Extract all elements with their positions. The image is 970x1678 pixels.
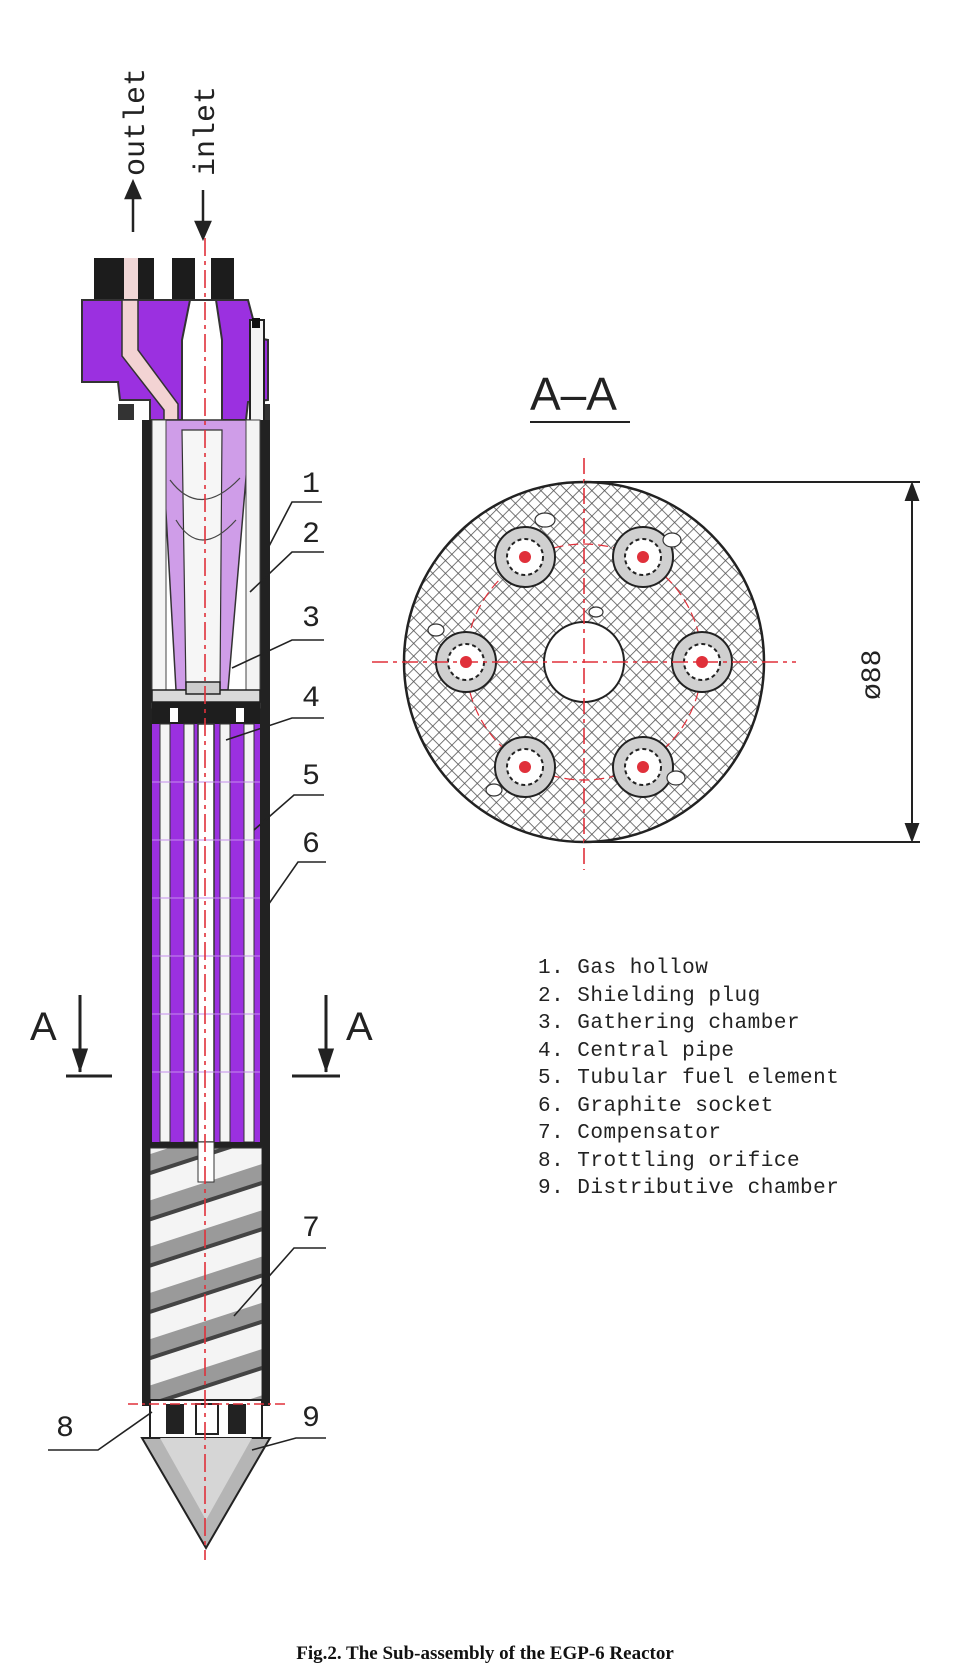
shielding-plug: [159, 419, 251, 691]
legend-item-4: 4. Central pipe: [538, 1039, 735, 1063]
inlet-label: inlet: [190, 86, 224, 176]
fuel-element-section: [494, 526, 556, 588]
callout-1: 1: [302, 468, 320, 502]
callout-9: 9: [302, 1402, 320, 1436]
diameter-dimension: [584, 481, 920, 843]
parts-legend: 1. Gas hollow 2. Shielding plug 3. Gathe…: [538, 955, 958, 1203]
shielding-head: [81, 299, 270, 439]
legend-item-6: 6. Graphite socket: [538, 1094, 774, 1118]
outlet-label: outlet: [120, 68, 154, 176]
figure-caption: Fig.2. The Sub-assembly of the EGP-6 Rea…: [296, 1643, 674, 1664]
cross-section-aa: A–A: [372, 368, 920, 870]
legend-item-5: 5. Tubular fuel element: [538, 1067, 840, 1090]
fuel-section: [152, 723, 260, 1143]
callout-6: 6: [302, 828, 320, 862]
section-title: A–A: [530, 368, 617, 420]
diameter-label: ø88: [858, 650, 889, 700]
fuel-element-section: [612, 526, 674, 588]
legend-item-9: 9. Distributive chamber: [538, 1177, 840, 1200]
fuel-element-section: [612, 736, 674, 798]
section-marker-left: [66, 995, 112, 1078]
inlet-arrow: [194, 190, 212, 242]
callout-leaders: [48, 501, 326, 1451]
callout-8: 8: [56, 1412, 74, 1446]
outlet-arrow: [124, 178, 142, 232]
compensator: [142, 1141, 270, 1406]
legend-item-3: 3. Gathering chamber: [538, 1012, 801, 1035]
gathering-chamber: [151, 681, 261, 724]
section-marker-right: [292, 995, 340, 1078]
legend-item-2: 2. Shielding plug: [538, 984, 761, 1008]
outlet-nozzle: [94, 258, 154, 308]
callout-7: 7: [302, 1212, 320, 1246]
legend-item-1: 1. Gas hollow: [538, 957, 709, 980]
legend-item-8: 8. Trottling orifice: [538, 1149, 801, 1173]
callout-4: 4: [302, 682, 320, 716]
outer-casing: [142, 419, 270, 1142]
inlet-nozzle: [172, 258, 234, 308]
section-marker-left-label: A: [30, 1005, 57, 1049]
longitudinal-view: outlet inlet: [30, 68, 373, 1560]
callout-3: 3: [302, 602, 320, 636]
callout-2: 2: [302, 518, 320, 552]
callout-5: 5: [302, 760, 320, 794]
legend-item-7: 7. Compensator: [538, 1122, 722, 1145]
distributive-chamber: [140, 1399, 272, 1550]
fuel-element-section: [494, 736, 556, 798]
section-marker-right-label: A: [346, 1005, 373, 1049]
